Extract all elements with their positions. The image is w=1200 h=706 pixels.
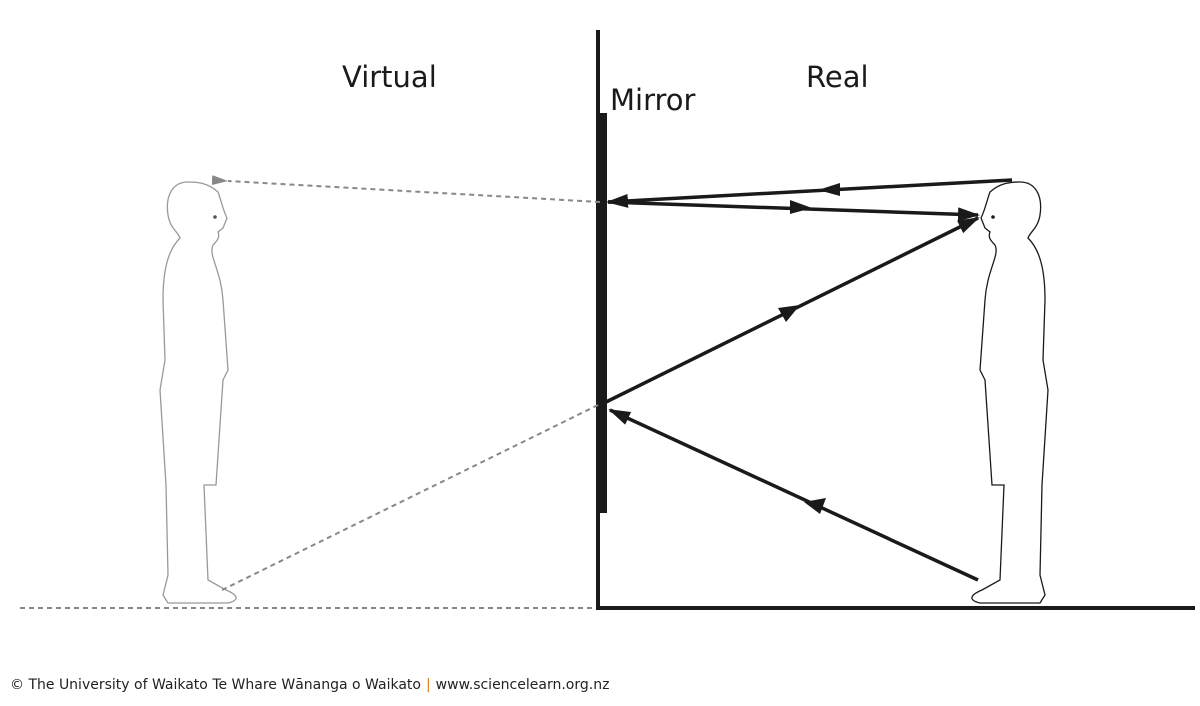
mirror [600,113,607,513]
footer-separator: | [425,677,431,693]
virtual-person-figure [159,181,237,604]
real-label: Real [806,60,869,94]
virtual-label: Virtual [342,60,437,94]
ray-eye-mid-arrow [790,200,812,214]
real-person-figure [971,181,1049,604]
ray-feet-mid-arrow [804,498,826,514]
footer-url: www.sciencelearn.org.nz [435,677,610,693]
footer: © The University of Waikato Te Whare Wān… [10,677,609,693]
ray-feet-mid-arrow-up [778,305,800,322]
ray-head-mid-arrow [818,183,840,196]
virtual-ray-head [211,175,601,203]
virtual-ray-feet [221,404,599,591]
ray-head-to-mirror [606,178,1013,208]
mirror-label: Mirror [610,83,696,117]
credit-text: © The University of Waikato Te Whare Wān… [10,677,421,693]
ray-feet-to-mirror [608,408,979,582]
